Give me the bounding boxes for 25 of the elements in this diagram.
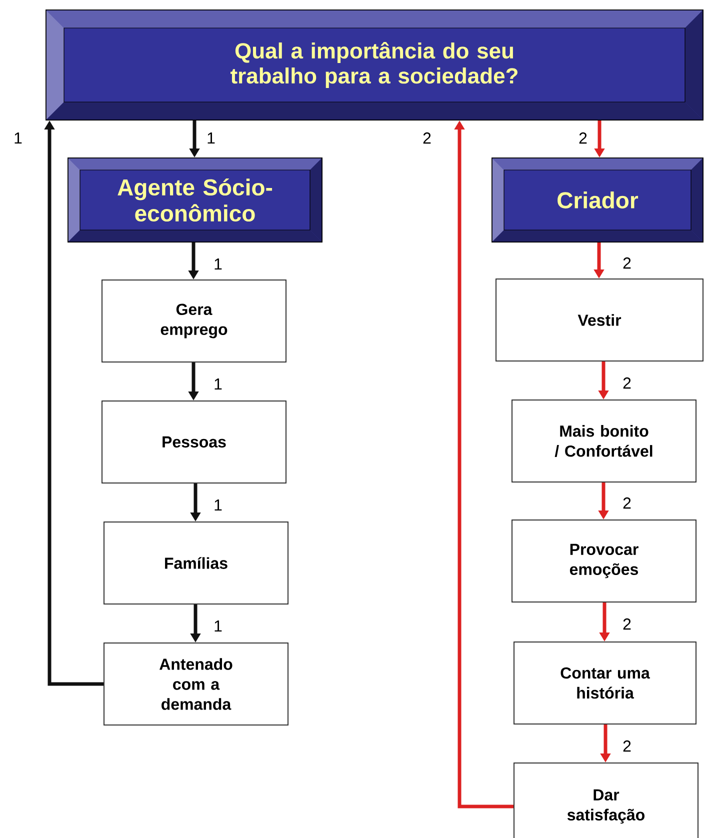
process-box: Vestir	[496, 278, 704, 362]
edge-label: 1	[214, 620, 222, 632]
process-box: Pessoas	[102, 400, 286, 484]
edge-label: 2	[623, 740, 631, 752]
process-box: Mais bonito / Confortável	[512, 400, 696, 482]
edge-label: 1	[214, 258, 222, 270]
edge-label: 1	[208, 132, 215, 144]
process-box: Dar satisfação	[514, 762, 698, 838]
edge-label: 2	[623, 497, 631, 509]
category-box: Agente Sócio-econômico	[68, 158, 322, 242]
edge-label: 1	[214, 500, 222, 510]
question-box: Qual a importância do seu trabalho para a sociedade?	[46, 10, 704, 120]
edge-label: 1	[14, 132, 22, 144]
process-box: Famílias	[104, 522, 288, 604]
process-box: Antenado com a demanda	[104, 642, 288, 726]
edge-label: 2	[623, 377, 631, 389]
process-box: Contar uma história	[514, 642, 696, 724]
edge-label: 2	[623, 618, 631, 630]
edge-label: 2	[579, 132, 587, 144]
process-box: Provocar emoções	[512, 520, 696, 602]
edge-label: 2	[423, 132, 431, 144]
process-box: Gera emprego	[102, 280, 286, 362]
edge-label: 2	[623, 257, 631, 269]
category-box: Criador	[492, 158, 704, 242]
edge-label: 1	[214, 378, 222, 390]
